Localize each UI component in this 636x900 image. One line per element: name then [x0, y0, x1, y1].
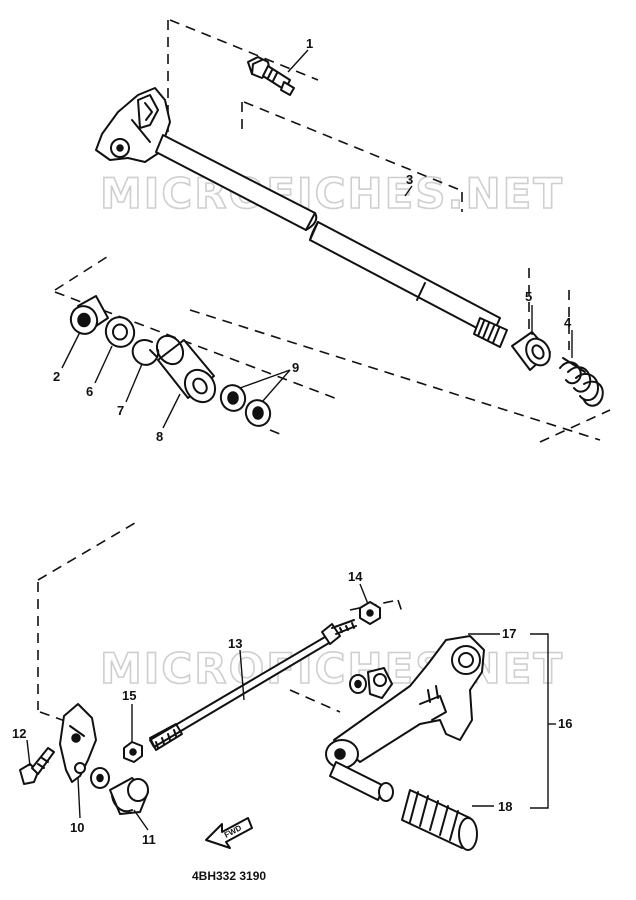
part-13-shift-rod	[149, 619, 357, 751]
drawing-code: 4BH332 3190	[192, 869, 266, 883]
callout-7: 7	[117, 403, 124, 418]
callout-17: 17	[502, 626, 516, 641]
callout-18: 18	[498, 799, 512, 814]
part-14-nut	[359, 601, 381, 625]
part-7-circlip	[131, 339, 160, 366]
part-15-nut	[123, 741, 143, 763]
part-5-collar	[511, 331, 551, 371]
callout-15: 15	[122, 688, 136, 703]
callout-12: 12	[12, 726, 26, 741]
part-12-bolt	[19, 747, 55, 785]
watermark-bottom: MICROFICHES.NET	[100, 644, 564, 693]
callout-8: 8	[156, 429, 163, 444]
part-10-shift-arm	[59, 703, 97, 783]
shift-shaft	[155, 134, 508, 348]
callout-16: 16	[558, 716, 572, 731]
callout-14: 14	[348, 569, 363, 584]
part-17-shift-pedal	[325, 635, 485, 769]
callout-2: 2	[53, 369, 60, 384]
callout-13: 13	[228, 636, 242, 651]
callout-1: 1	[306, 36, 313, 51]
part-6-washer	[104, 316, 136, 348]
leaders-top	[61, 49, 573, 429]
callout-10: 10	[70, 820, 84, 835]
part-8-collar	[155, 334, 217, 404]
part-1-bolt	[247, 56, 295, 96]
callout-5: 5	[525, 289, 532, 304]
callout-9: 9	[292, 360, 299, 375]
part-18-footpeg	[401, 789, 478, 851]
part-2-bushing	[69, 295, 109, 335]
forward-arrow-icon: FWD	[205, 817, 253, 849]
leaders-bottom	[26, 583, 556, 831]
callout-3: 3	[406, 172, 413, 187]
part-11-ball-joint	[90, 767, 149, 815]
callout-11: 11	[142, 832, 156, 847]
part-4-spring	[559, 357, 604, 407]
part-9-seals	[219, 384, 272, 427]
pedal-shaft	[329, 761, 394, 802]
shift-arm-top	[95, 87, 171, 163]
dashed-frame-shaft	[54, 19, 611, 443]
rod-end-joint	[349, 667, 393, 699]
watermark-top: MICROFICHES.NET	[100, 169, 564, 218]
callout-4: 4	[564, 315, 572, 330]
callout-6: 6	[86, 384, 93, 399]
